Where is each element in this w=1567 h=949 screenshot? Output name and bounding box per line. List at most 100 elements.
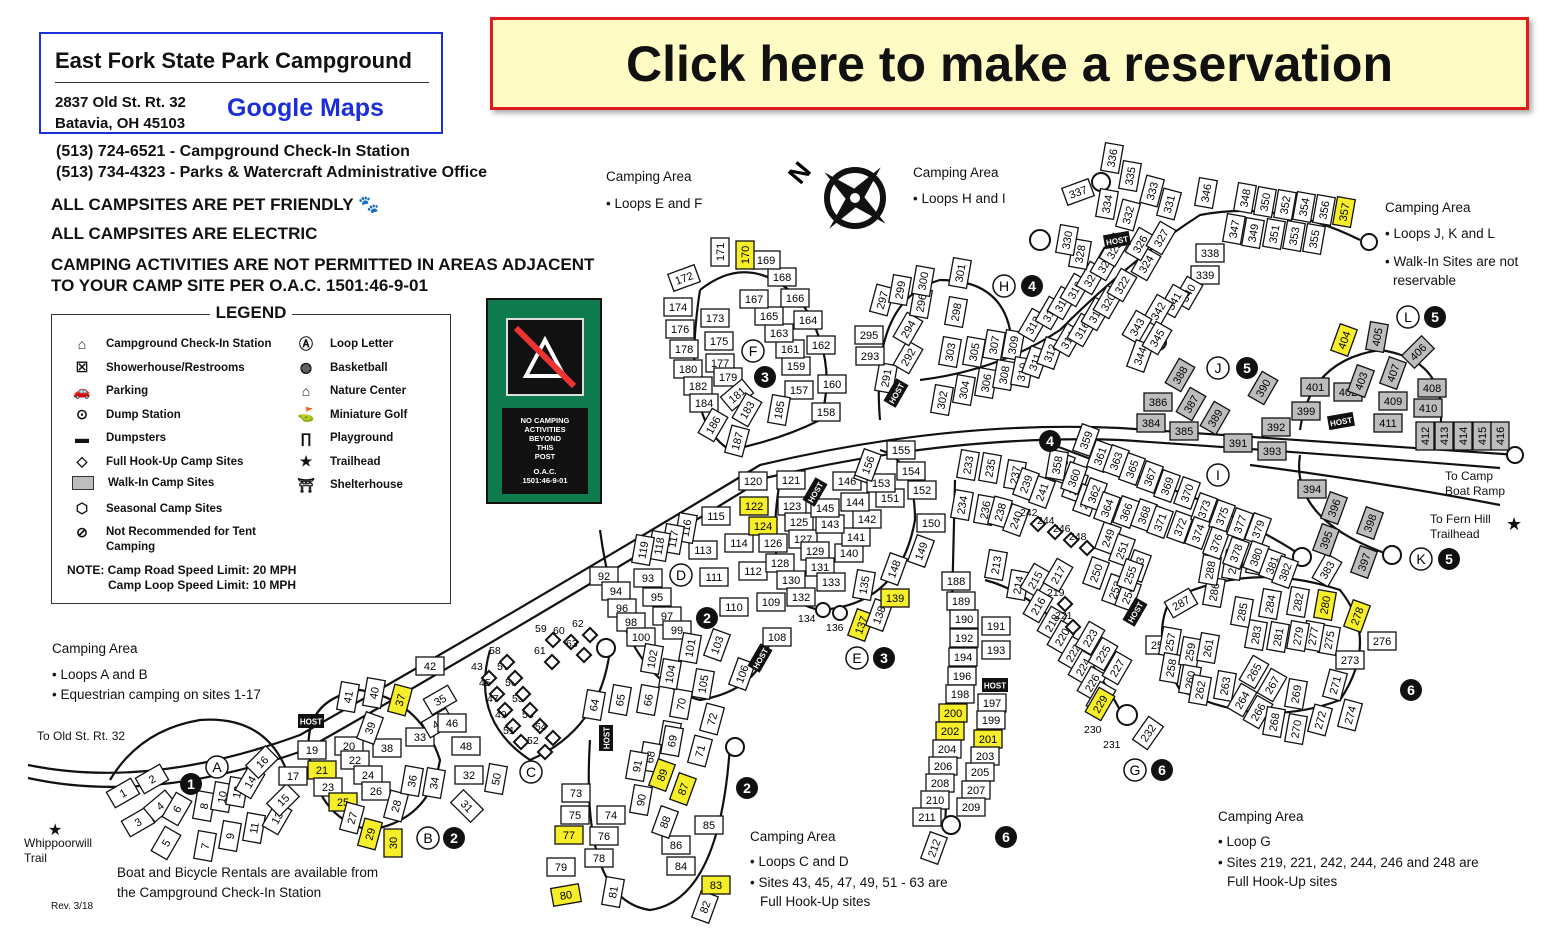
campsite-number: 194 (954, 652, 972, 664)
campsite-box (811, 402, 841, 422)
campsite: 281 (1265, 620, 1291, 654)
campsite-number: 335 (1123, 166, 1138, 186)
campsite: 9 (217, 819, 243, 853)
campsite-box (483, 762, 509, 796)
campsite-number: 255 (1122, 565, 1140, 586)
campsite: 403 (1346, 363, 1376, 399)
campsite-box (382, 789, 410, 823)
campsite: 16 (244, 744, 280, 780)
campsite: 307 (981, 328, 1007, 362)
campsite-number: 364 (1099, 498, 1117, 519)
host-site-marker: HOST (1326, 411, 1356, 431)
campsite: 78 (584, 848, 614, 868)
campsite: 297 (868, 283, 896, 317)
campsite-box (1136, 413, 1166, 433)
campsite-number: 407 (1385, 363, 1403, 384)
campsite-number: 151 (881, 493, 899, 505)
google-maps-link[interactable]: Google Maps (227, 94, 384, 122)
campsite: 322 (1106, 267, 1138, 303)
area-number-badge (1424, 306, 1446, 328)
hookup-diamond (544, 729, 562, 747)
campsite-number: 29 (364, 827, 379, 842)
campsite: 369 (1152, 468, 1182, 504)
campsite-box (704, 331, 734, 351)
campsite-box (1265, 620, 1291, 654)
campsite-box (668, 687, 694, 721)
sign-line: 1501:46-9-01 (522, 476, 568, 485)
campsite-box (1022, 588, 1054, 624)
campsite: 89 (647, 757, 677, 793)
campsite-number: 414 (1458, 427, 1470, 445)
campsite-box (668, 771, 698, 807)
campsite-box (806, 335, 836, 355)
loop-a-road (109, 718, 292, 781)
loop-letter-badge (1123, 758, 1147, 782)
legend-item: ⬡Seasonal Camp Sites (70, 500, 222, 518)
campsite: 81 (600, 875, 626, 909)
sign-line: NO CAMPING (520, 416, 570, 425)
campsite-number: 28 (390, 799, 405, 814)
campsite: 284 (1257, 587, 1283, 621)
campsite: 145 (810, 498, 840, 518)
campsite-number: 394 (1303, 484, 1321, 496)
campsite: 139 (880, 588, 910, 608)
dump-station-icon: ⊙ (76, 406, 88, 422)
campsite-box (650, 804, 680, 840)
legend-box: LEGEND ⌂Campground Check-In Station☒Show… (51, 303, 451, 604)
hookup-diamond (581, 626, 599, 644)
whippoorwill-label-1: Whippoorwill (24, 836, 93, 850)
campsite-box (1117, 159, 1143, 193)
campsite-box (626, 627, 656, 647)
campsite-box (1107, 532, 1137, 568)
campsite: 389 (1199, 400, 1231, 436)
campsite-box (701, 506, 731, 526)
campsite-number: 281 (1271, 627, 1286, 647)
campsite: 48 (451, 736, 481, 756)
campsite-number: 386 (1149, 397, 1167, 409)
campsite-box (665, 319, 695, 339)
campsite-number: 111 (706, 572, 723, 584)
campsite: 350 (1252, 185, 1278, 219)
campsite-box (786, 587, 816, 607)
campsite: 39 (355, 710, 385, 746)
area-number-badge (1400, 679, 1422, 701)
campsite: 182 (683, 376, 713, 396)
hookup-diamond (1078, 539, 1096, 557)
campsite-number: 189 (952, 596, 970, 608)
campsite-box (561, 783, 591, 803)
legend-item: ⛩Shelterhouse (294, 476, 403, 494)
campsite-box (892, 311, 924, 347)
campsite-number: 144 (846, 497, 864, 509)
legend-item-label: Full Hook-Up Camp Sites (106, 455, 244, 468)
reservation-button[interactable]: Click here to make a reservation (490, 17, 1529, 110)
campsite: 287 (1163, 587, 1199, 619)
campsite-number: 370 (1179, 483, 1197, 504)
campsite: 376 (1201, 525, 1231, 561)
campsite-box (690, 667, 716, 701)
campsite-number: 159 (787, 361, 805, 373)
campsite: 336 (1099, 141, 1125, 175)
campsite-number: 34 (428, 776, 442, 790)
area-6-loop: • Loop G (1218, 834, 1271, 849)
campsite-box (694, 815, 724, 835)
area-2-heading: Camping Area (750, 829, 836, 844)
campsite: 409 (1378, 391, 1408, 411)
campsite: 382 (1270, 554, 1300, 590)
campsite-box (630, 533, 656, 567)
campsite: 104 (657, 657, 683, 691)
campsite-number: 250 (1088, 563, 1106, 584)
campsite-number: 353 (1287, 226, 1302, 246)
campsite-box (1297, 479, 1327, 499)
campsite: 372 (1165, 509, 1195, 545)
hookup-diamond (1046, 523, 1064, 541)
campsite: 234 (949, 488, 975, 522)
campsite-box (1300, 377, 1330, 397)
campsite-box (1190, 265, 1220, 285)
hookup-diamond (536, 743, 554, 761)
campsite-number: 130 (782, 575, 800, 587)
campsite: 261 (1195, 631, 1221, 665)
hookup-sites-layer: 4345474951525354555657585960616263219221… (471, 507, 1121, 761)
campsite-number: 126 (764, 538, 782, 550)
host-label: HOST (1105, 235, 1129, 248)
campsite-number: 213 (989, 555, 1004, 575)
